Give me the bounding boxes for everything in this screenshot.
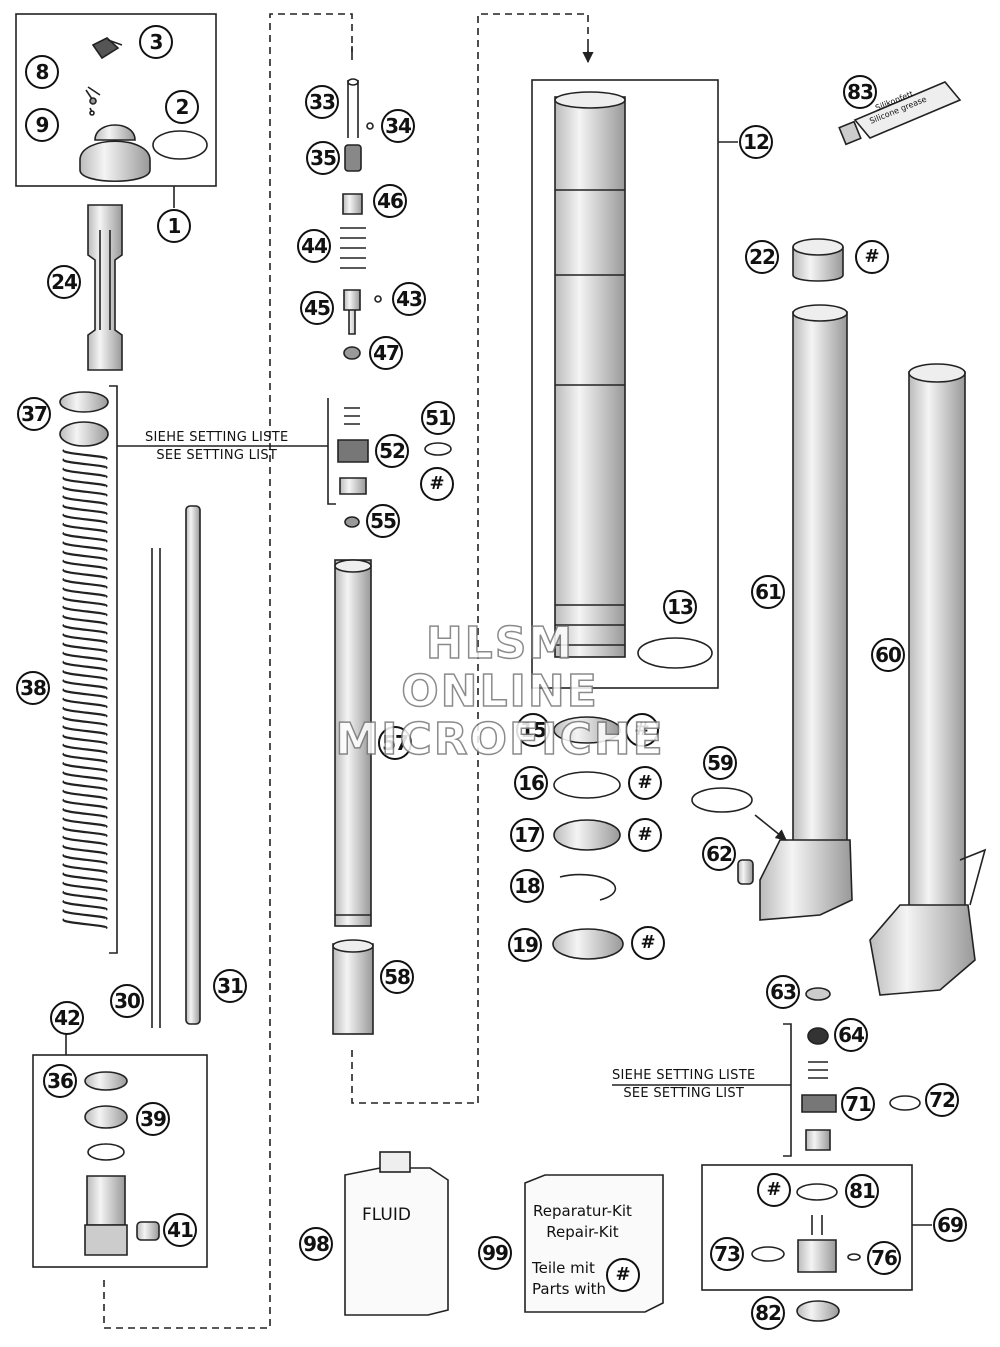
part-callout-35: 35 <box>306 141 340 175</box>
part-callout-63: 63 <box>766 975 800 1009</box>
part-callout-83: 83 <box>843 75 877 109</box>
part-callout-59: 59 <box>703 746 737 780</box>
part-callout-98: 98 <box>299 1227 333 1261</box>
part-callout-9: 9 <box>25 108 59 142</box>
part-callout-38: 38 <box>16 671 50 705</box>
part-callout-64: 64 <box>834 1018 868 1052</box>
part-callout-62: 62 <box>702 837 736 871</box>
watermark-line1: HLSM <box>425 618 575 669</box>
part-callout-46: 46 <box>373 184 407 218</box>
setting-note-1-line2: SEE SETTING LIST <box>156 448 278 463</box>
part-callout-45: 45 <box>300 291 334 325</box>
part-callout-57: 57 <box>378 726 412 760</box>
part-callout-81: 81 <box>845 1174 879 1208</box>
repair-kit-line3: Teile mit <box>532 1259 595 1277</box>
part-callout-99: 99 <box>478 1236 512 1270</box>
part-callout-33: 33 <box>305 85 339 119</box>
watermark-line2: ONLINE <box>400 666 599 717</box>
part-callout-58: 58 <box>380 960 414 994</box>
part-callout-8: 8 <box>25 55 59 89</box>
part-callout-36: 36 <box>43 1064 77 1098</box>
part-callout-60: 60 <box>871 638 905 672</box>
part-callout-51: 51 <box>421 401 455 435</box>
part-callout-41: 41 <box>163 1213 197 1247</box>
setting-note-1-line1: SIEHE SETTING LISTE <box>145 430 289 445</box>
hash-marker-3: # <box>625 713 659 747</box>
hash-marker-5: # <box>628 818 662 852</box>
part-callout-55: 55 <box>366 504 400 538</box>
part-callout-17: 17 <box>510 818 544 852</box>
hash-marker-4: # <box>628 766 662 800</box>
hash-marker-1: # <box>855 240 889 274</box>
repair-kit-line1: Reparatur-Kit <box>533 1202 632 1220</box>
hash-marker-6: # <box>631 926 665 960</box>
parts-with-label: Teile mit Parts with <box>532 1258 606 1300</box>
part-callout-42: 42 <box>50 1001 84 1035</box>
repair-kit-label: Reparatur-Kit Repair-Kit <box>533 1201 632 1243</box>
fluid-label: FLUID <box>362 1205 411 1225</box>
part-callout-24: 24 <box>47 265 81 299</box>
part-callout-13: 13 <box>663 590 697 624</box>
part-callout-3: 3 <box>139 25 173 59</box>
part-callout-1: 1 <box>157 209 191 243</box>
part-callout-69: 69 <box>933 1208 967 1242</box>
part-callout-18: 18 <box>510 869 544 903</box>
watermark-line3: MICROFICHE <box>335 714 665 765</box>
part-callout-61: 61 <box>751 575 785 609</box>
part-callout-76: 76 <box>867 1241 901 1275</box>
part-callout-37: 37 <box>17 397 51 431</box>
part-callout-34: 34 <box>381 109 415 143</box>
part-callout-12: 12 <box>739 125 773 159</box>
part-callout-16: 16 <box>514 766 548 800</box>
part-callout-44: 44 <box>297 229 331 263</box>
part-callout-82: 82 <box>751 1296 785 1330</box>
repair-kit-line2: Repair-Kit <box>546 1223 619 1241</box>
part-callout-22: 22 <box>745 240 779 274</box>
part-callout-19: 19 <box>508 928 542 962</box>
hash-marker-2: # <box>420 467 454 501</box>
part-callout-30: 30 <box>110 984 144 1018</box>
setting-note-2-line1: SIEHE SETTING LISTE <box>612 1068 756 1083</box>
part-callout-15: 15 <box>516 713 550 747</box>
repair-kit-hash-marker: # <box>606 1258 640 1292</box>
setting-note-2: SIEHE SETTING LISTE SEE SETTING LIST <box>612 1067 756 1103</box>
part-callout-47: 47 <box>369 336 403 370</box>
part-callout-43: 43 <box>392 282 426 316</box>
part-callout-71: 71 <box>841 1087 875 1121</box>
part-callout-31: 31 <box>213 969 247 1003</box>
part-callout-72: 72 <box>925 1083 959 1117</box>
part-callout-2: 2 <box>165 90 199 124</box>
part-callout-73: 73 <box>710 1237 744 1271</box>
part-callout-39: 39 <box>136 1102 170 1136</box>
hash-marker-7: # <box>757 1173 791 1207</box>
repair-kit-line4: Parts with <box>532 1280 607 1298</box>
part-callout-52: 52 <box>375 434 409 468</box>
setting-note-2-line2: SEE SETTING LIST <box>623 1086 745 1101</box>
setting-note-1: SIEHE SETTING LISTE SEE SETTING LIST <box>145 429 289 465</box>
